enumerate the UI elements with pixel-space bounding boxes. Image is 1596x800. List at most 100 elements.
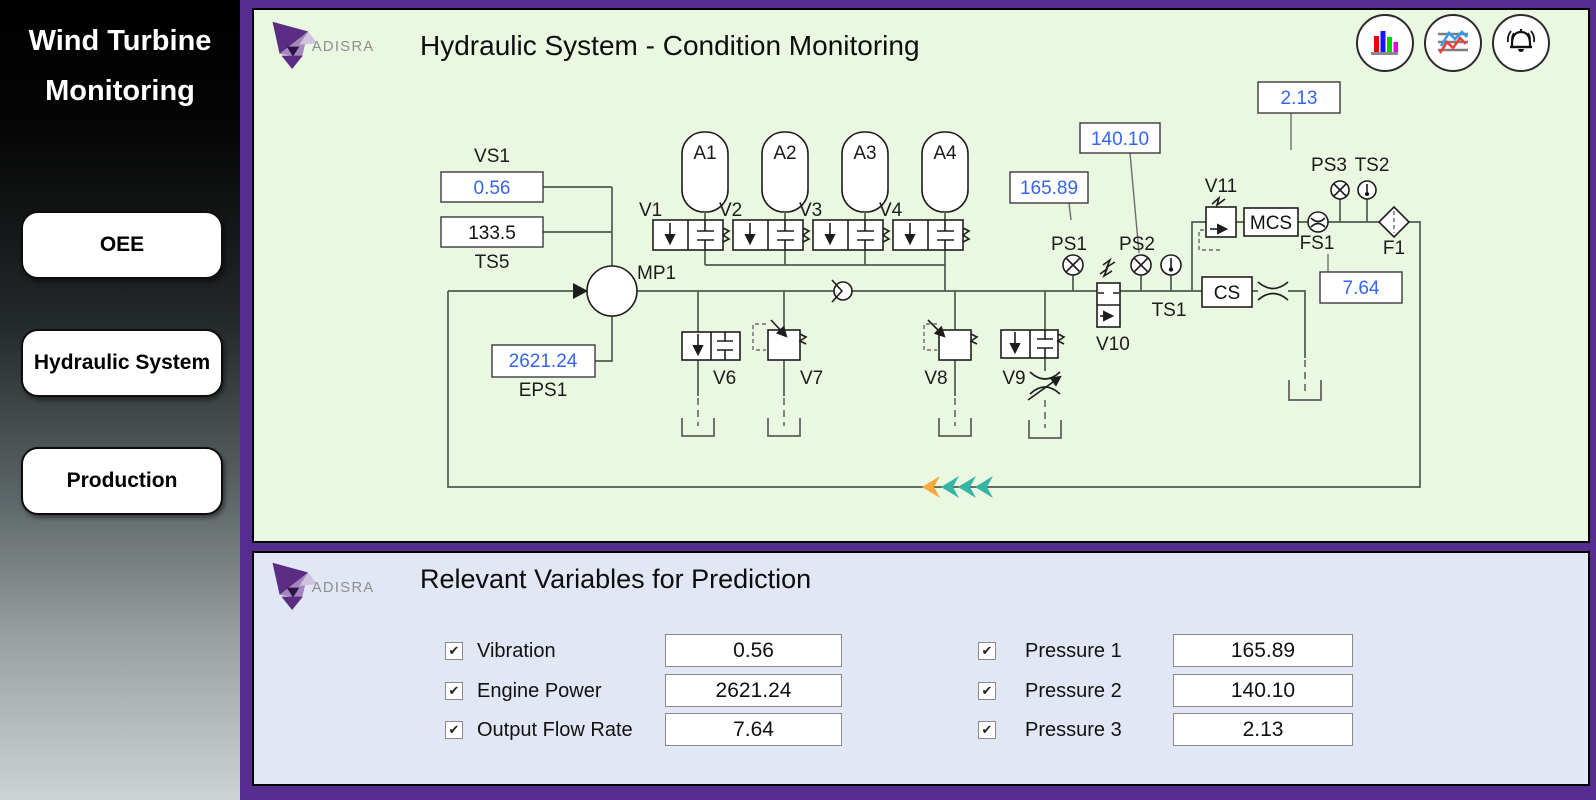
v6-label: V6	[713, 368, 736, 389]
bar-chart-icon	[1371, 31, 1398, 55]
valve-v6: V6	[681, 331, 741, 437]
ps1-value: 165.89	[1020, 178, 1078, 199]
pressure-2-checkbox[interactable]	[978, 682, 996, 700]
sidebar-button-oee[interactable]: OEE	[21, 211, 223, 279]
v8-label: V8	[924, 368, 947, 389]
pressure-1-label: Pressure 1	[1025, 640, 1122, 662]
adisra-logo-text: ADISRA	[312, 39, 375, 55]
filter-f1: F1	[1377, 205, 1411, 259]
a1-label: A1	[693, 143, 716, 164]
a2-label: A2	[773, 143, 796, 164]
eps1-value: 2621.24	[509, 351, 578, 372]
v1-label: V1	[639, 200, 662, 221]
sensor-display-ts5: 133.5 TS5	[440, 216, 544, 273]
pump-mp1: MP1	[573, 263, 676, 317]
pressure-sensor-ps3: PS3 2.13	[1257, 81, 1350, 200]
temperature-sensor-ts1: TS1	[1152, 254, 1187, 321]
v3-label: V3	[799, 200, 822, 221]
v4-label: V4	[879, 200, 903, 221]
condition-monitoring-panel: ADISRA Hydraulic System - Condition Moni…	[252, 8, 1590, 543]
temperature-sensor-ts2: TS2	[1355, 155, 1390, 200]
accumulator-group-a3: A3 V3	[799, 131, 891, 265]
trend-chart-icon	[1438, 30, 1468, 54]
valve-v7: V7	[752, 319, 823, 437]
flow-direction-chevrons	[922, 476, 993, 498]
valve-v11: V11	[1198, 176, 1237, 251]
ps3-value-box	[1257, 81, 1341, 114]
ts1-label: TS1	[1152, 300, 1187, 321]
ts5-value-box	[440, 216, 544, 248]
vibration-checkbox[interactable]	[445, 642, 463, 660]
valve-v10: V10	[1096, 257, 1130, 355]
ps1-value-box	[1009, 171, 1089, 204]
v2-label: V2	[719, 200, 742, 221]
fs1-value-box	[1319, 271, 1403, 304]
ts5-value: 133.5	[468, 223, 516, 244]
pressure-sensor-ps1: PS1 165.89	[1009, 171, 1089, 276]
leader-lines	[1068, 113, 1329, 272]
flow-sensor-fs1: FS1 7.64	[1300, 211, 1403, 304]
accumulator-group-a4: A4 V4	[879, 131, 971, 265]
vibration-label: Vibration	[477, 640, 556, 662]
app-title-line1: Wind Turbine	[28, 25, 212, 57]
output-flow-rate-checkbox[interactable]	[445, 721, 463, 739]
mp1-label: MP1	[637, 263, 676, 284]
adisra-logo: ADISRA	[272, 21, 375, 69]
v9-label: V9	[1002, 368, 1025, 389]
pressure-3-value-field[interactable]: 2.13	[1173, 713, 1353, 746]
check-valve	[831, 279, 853, 303]
hydraulic-schematic: VS1 0.56 133.5 TS5 MP1 2621.24 EPS1	[440, 81, 1421, 498]
pressure-sensor-ps2: PS2 140.10	[1079, 122, 1161, 276]
pressure-3-label: Pressure 3	[1025, 719, 1122, 741]
cs-label: CS	[1214, 283, 1240, 304]
trend-chart-button[interactable]	[1424, 14, 1482, 72]
vs1-value-box	[440, 171, 544, 203]
pressure-1-value-field[interactable]: 165.89	[1173, 634, 1353, 667]
alarm-button[interactable]	[1492, 14, 1550, 72]
ps2-value-box	[1079, 122, 1161, 154]
sidebar: Wind Turbine Monitoring OEE Hydraulic Sy…	[0, 0, 240, 800]
output-flow-rate-value-field[interactable]: 7.64	[665, 713, 842, 746]
ps2-label: PS2	[1119, 234, 1155, 255]
pressure-3-checkbox[interactable]	[978, 721, 996, 739]
app-title: Wind Turbine Monitoring	[0, 16, 240, 116]
engine-power-checkbox[interactable]	[445, 682, 463, 700]
pressure-1-checkbox[interactable]	[978, 642, 996, 660]
ps3-value: 2.13	[1281, 88, 1318, 109]
vs1-label: VS1	[474, 146, 510, 167]
app-title-line2: Monitoring	[45, 75, 195, 107]
accumulator-group-a1: A1 V1	[639, 131, 731, 265]
eps1-label: EPS1	[519, 380, 568, 401]
alarm-bell-icon	[1506, 29, 1536, 52]
v11-label: V11	[1205, 176, 1237, 197]
valve-v8: V8	[923, 319, 979, 437]
accumulator-group-a2: A2 V2	[719, 131, 811, 265]
ps2-value: 140.10	[1091, 129, 1149, 150]
eps1-value-box	[491, 344, 596, 378]
vs1-value: 0.56	[474, 178, 511, 199]
v10-label: V10	[1096, 334, 1130, 355]
engine-power-label: Engine Power	[477, 680, 602, 702]
valve-v9: V9	[1000, 329, 1066, 439]
ps1-label: PS1	[1051, 234, 1087, 255]
bar-chart-button[interactable]	[1356, 14, 1414, 72]
a4-label: A4	[933, 143, 957, 164]
fs1-label: FS1	[1300, 233, 1335, 254]
f1-label: F1	[1383, 238, 1405, 259]
mcs-block: MCS	[1243, 207, 1299, 237]
sidebar-button-production[interactable]: Production	[21, 447, 223, 515]
vibration-value-field[interactable]: 0.56	[665, 634, 842, 667]
sensor-display-vs1: VS1 0.56	[440, 146, 544, 203]
ts2-label: TS2	[1355, 155, 1390, 176]
pressure-2-label: Pressure 2	[1025, 680, 1122, 702]
sidebar-button-hydraulic-system[interactable]: Hydraulic System	[21, 329, 223, 397]
sensor-display-eps1: 2621.24 EPS1	[491, 344, 596, 401]
engine-power-value-field[interactable]: 2621.24	[665, 674, 842, 707]
prediction-panel: ADISRA Relevant Variables for Prediction…	[252, 551, 1590, 786]
fs1-value: 7.64	[1343, 278, 1380, 299]
output-flow-rate-label: Output Flow Rate	[477, 719, 633, 741]
prediction-title: Relevant Variables for Prediction	[420, 564, 812, 594]
adisra-logo-bottom: ADISRA	[272, 562, 373, 610]
pressure-2-value-field[interactable]: 140.10	[1173, 674, 1353, 707]
